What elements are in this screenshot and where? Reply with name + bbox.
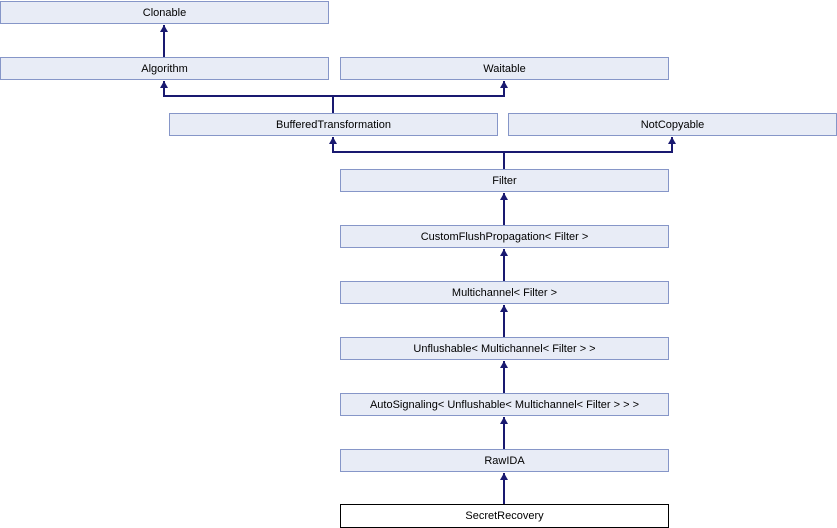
class-node-algorithm[interactable]: Algorithm — [0, 57, 329, 80]
edge-filter-stem — [503, 151, 505, 169]
class-node-raw-ida[interactable]: RawIDA — [340, 449, 669, 472]
edge-bt-to-waitable — [503, 81, 505, 97]
class-node-unflushable[interactable]: Unflushable< Multichannel< Filter > > — [340, 337, 669, 360]
edge-multichannel-to-cfp — [503, 249, 505, 281]
class-node-filter[interactable]: Filter — [340, 169, 669, 192]
edge-filter-to-notcopyable — [671, 137, 673, 153]
class-node-not-copyable[interactable]: NotCopyable — [508, 113, 837, 136]
edge-secretrecovery-to-rawida — [503, 473, 505, 504]
edge-bt-to-algorithm — [163, 81, 165, 97]
class-node-waitable[interactable]: Waitable — [340, 57, 669, 80]
edge-algorithm-to-clonable — [163, 25, 165, 57]
edge-unflushable-to-multichannel — [503, 305, 505, 337]
edge-cfp-to-filter — [503, 193, 505, 225]
edge-autosignaling-to-unflushable — [503, 361, 505, 393]
class-node-secret-recovery-current: SecretRecovery — [340, 504, 669, 528]
edge-bt-connector-bar — [163, 95, 505, 97]
edge-rawida-to-autosignaling — [503, 417, 505, 449]
edge-filter-to-bt — [332, 137, 334, 153]
class-node-auto-signaling[interactable]: AutoSignaling< Unflushable< Multichannel… — [340, 393, 669, 416]
edge-filter-connector-bar — [332, 151, 673, 153]
class-node-custom-flush-propagation[interactable]: CustomFlushPropagation< Filter > — [340, 225, 669, 248]
edge-bt-stem — [332, 95, 334, 113]
class-node-clonable[interactable]: Clonable — [0, 1, 329, 24]
class-node-buffered-transformation[interactable]: BufferedTransformation — [169, 113, 498, 136]
class-node-multichannel[interactable]: Multichannel< Filter > — [340, 281, 669, 304]
